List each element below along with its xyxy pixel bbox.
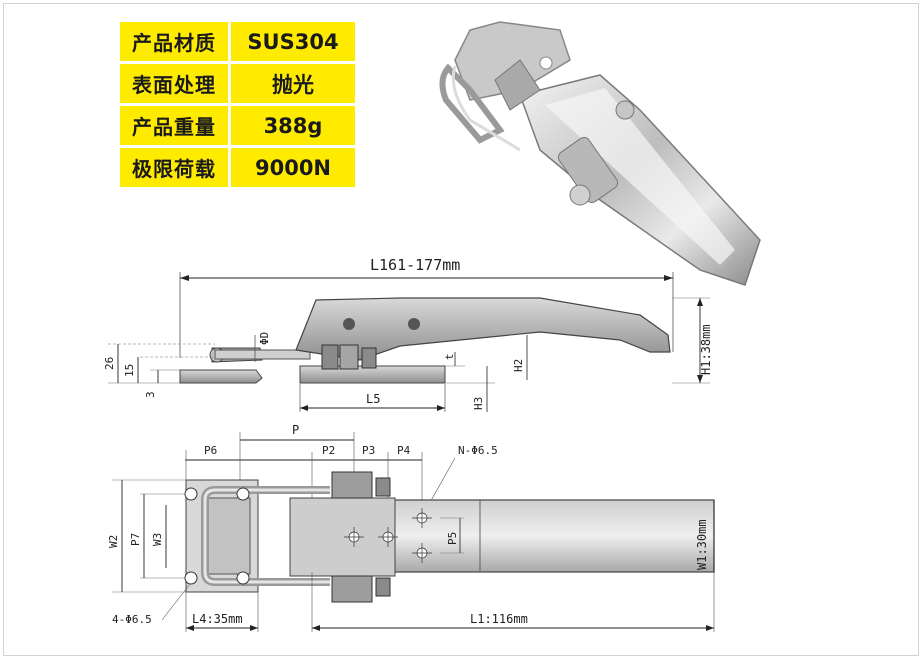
p2-label: P2: [322, 444, 335, 457]
dim-15-label: 15: [123, 364, 136, 377]
spec-row-material: 产品材质 SUS304: [120, 22, 355, 61]
diameter-label: ΦD: [258, 332, 271, 345]
spec-value: 抛光: [231, 64, 355, 103]
l1-label: L1:116mm: [470, 612, 528, 626]
w3-label: W3: [151, 533, 164, 546]
h2-label: H2: [512, 359, 525, 372]
l5-label: L5: [366, 392, 380, 406]
spec-label: 极限荷载: [120, 148, 228, 187]
p7-label: P7: [129, 533, 142, 546]
side-view: L161-177mm ΦD 26 15 3: [103, 256, 713, 412]
spec-value: 9000N: [231, 148, 355, 187]
spec-value: 388g: [231, 106, 355, 145]
top-view: P P6 P2 P3 P4 N-Φ6.5: [107, 423, 715, 632]
spec-row-weight: 产品重量 388g: [120, 106, 355, 145]
spec-row-finish: 表面处理 抛光: [120, 64, 355, 103]
p4-label: P4: [397, 444, 411, 457]
spec-label: 表面处理: [120, 64, 228, 103]
mount-holes-label: 4-Φ6.5: [112, 613, 152, 626]
product-photo: [439, 21, 761, 286]
dim-26-label: 26: [103, 357, 116, 370]
l4-label: L4:35mm: [192, 612, 243, 626]
p6-label: P6: [204, 444, 217, 457]
spec-label: 产品材质: [120, 22, 228, 61]
p-label: P: [292, 423, 299, 437]
spec-row-load: 极限荷载 9000N: [120, 148, 355, 187]
h1-label: H1:38mm: [699, 324, 713, 375]
spec-table: 产品材质 SUS304 表面处理 抛光 产品重量 388g 极限荷载 9000N: [120, 22, 355, 190]
holes-label: N-Φ6.5: [458, 444, 498, 457]
overall-length-label: L161-177mm: [370, 256, 460, 274]
p3-label: P3: [362, 444, 375, 457]
dim-3-label: 3: [144, 391, 157, 398]
spec-value: SUS304: [231, 22, 355, 61]
h3-label: H3: [472, 397, 485, 410]
image-frame: [3, 3, 919, 656]
spec-label: 产品重量: [120, 106, 228, 145]
w1-label: W1:30mm: [695, 519, 709, 570]
w2-label: W2: [107, 535, 120, 548]
p5-label: P5: [446, 532, 459, 545]
t-label: t: [443, 353, 456, 360]
